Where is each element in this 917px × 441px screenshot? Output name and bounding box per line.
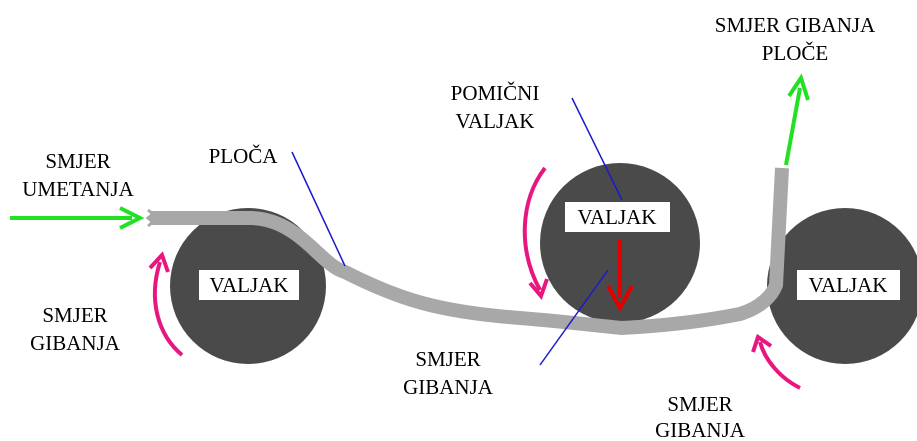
left-roller-label: VALJAK <box>199 270 299 300</box>
insertion-direction-label-line1: SMJER <box>45 149 110 173</box>
center-motion-direction-label-line2: GIBANJA <box>403 375 494 399</box>
plate-label: PLOČA <box>209 144 279 168</box>
left-rotation-arrow <box>148 251 184 357</box>
right-rotation-arrow <box>751 333 801 390</box>
right-motion-direction-label-line2: GIBANJA <box>655 418 746 441</box>
press-arrow <box>606 240 634 313</box>
movable-roller-leader-line <box>571 97 623 201</box>
right-motion-direction-label-line1: SMJER <box>667 392 732 416</box>
plate-strip <box>150 167 789 335</box>
center-motion-leader-line <box>539 269 609 366</box>
plate-motion-direction-label-line2: PLOČE <box>762 41 829 65</box>
movable-roller-label-line1: POMIČNI <box>451 81 540 105</box>
movable-roller-label-line2: VALJAK <box>456 109 535 133</box>
insertion-arrow <box>10 206 145 230</box>
svg-text:VALJAK: VALJAK <box>809 273 888 297</box>
exit-arrow <box>784 73 810 166</box>
left-motion-direction-label-line2: GIBANJA <box>30 331 121 355</box>
center-rotation-arrow <box>522 166 549 300</box>
center-roller-label: VALJAK <box>565 202 670 232</box>
plate-leader-line <box>291 151 346 267</box>
svg-text:VALJAK: VALJAK <box>210 273 289 297</box>
left-motion-direction-label-line1: SMJER <box>42 303 107 327</box>
right-roller-label: VALJAK <box>797 270 900 300</box>
plate-motion-direction-label-line1: SMJER GIBANJA <box>715 13 876 37</box>
insertion-direction-label-line2: UMETANJA <box>22 177 134 201</box>
svg-text:VALJAK: VALJAK <box>578 205 657 229</box>
center-motion-direction-label-line1: SMJER <box>415 347 480 371</box>
plate-edge <box>145 208 156 228</box>
